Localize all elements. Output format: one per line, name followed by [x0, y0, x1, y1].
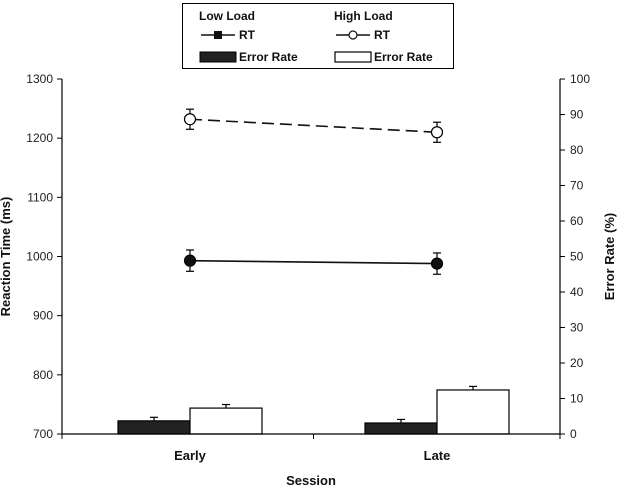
bar-high-load-early — [189, 407, 263, 435]
y-tick-label-left: 700 — [33, 427, 53, 441]
y-tick-label-right: 80 — [570, 143, 584, 157]
legend-label-high-rt: RT — [374, 28, 390, 42]
legend-label-low-error: Error Rate — [239, 50, 298, 64]
bar-high-load-late — [436, 389, 510, 435]
point-high-load-late — [430, 126, 444, 139]
line-low-load-rt — [189, 259, 438, 265]
y-tick-label-left: 1000 — [26, 250, 53, 264]
y-tick-label-right: 90 — [570, 108, 584, 122]
legend: Low Load High Load RT RT Error Rate Erro… — [182, 3, 454, 69]
legend-item-high-rt: RT — [334, 28, 390, 42]
y-tick-label-left: 800 — [33, 368, 53, 382]
open-bar-swatch-icon — [334, 51, 372, 63]
y-tick-label-right: 30 — [570, 321, 584, 335]
y-tick-label-right: 70 — [570, 179, 584, 193]
bar-low-load-late — [364, 422, 438, 435]
bar-low-load-early — [117, 420, 191, 435]
legend-group-high-load: High Load — [334, 9, 393, 23]
point-low-load-early — [183, 254, 197, 267]
legend-label-low-rt: RT — [239, 28, 255, 42]
point-high-load-early — [183, 113, 197, 126]
lines-layer — [183, 108, 444, 275]
y-tick-label-right: 40 — [570, 285, 584, 299]
legend-item-low-error: Error Rate — [199, 50, 298, 64]
bars-layer — [117, 385, 510, 435]
y-axis-label-right: Error Rate (%) — [602, 213, 617, 300]
open-circle-line-icon — [336, 30, 370, 40]
point-low-load-late — [430, 257, 444, 270]
ticks-layer: 700 800 900 1000 1100 1200 1300 0 10 20 30 40 50 60 70… — [26, 72, 590, 441]
y-tick-label-right: 100 — [570, 72, 590, 86]
y-tick-label-right: 0 — [570, 427, 577, 441]
y-tick-label-right: 50 — [570, 250, 584, 264]
y-tick-label-left: 1300 — [26, 72, 53, 86]
legend-group-low-load: Low Load — [199, 9, 255, 23]
legend-item-low-rt: RT — [199, 28, 255, 42]
line-high-load-rt — [189, 118, 438, 134]
y-tick-label-right: 20 — [570, 356, 584, 370]
filled-square-line-icon — [201, 31, 235, 39]
axes-layer — [61, 79, 561, 435]
y-tick-label-right: 60 — [570, 214, 584, 228]
y-axis-label-left: Reaction Time (ms) — [0, 197, 13, 317]
legend-label-high-error: Error Rate — [374, 50, 433, 64]
y-tick-label-left: 900 — [33, 309, 53, 323]
x-category-label-early: Early — [174, 448, 207, 463]
x-axis-label: Session — [286, 473, 336, 488]
y-tick-label-left: 1100 — [27, 190, 53, 204]
filled-bar-swatch-icon — [199, 51, 237, 63]
y-tick-label-right: 10 — [570, 392, 584, 406]
x-category-label-late: Late — [424, 448, 451, 463]
y-tick-label-left: 1200 — [26, 131, 53, 145]
category-labels: Early Late — [174, 448, 450, 463]
legend-item-high-error: Error Rate — [334, 50, 433, 64]
